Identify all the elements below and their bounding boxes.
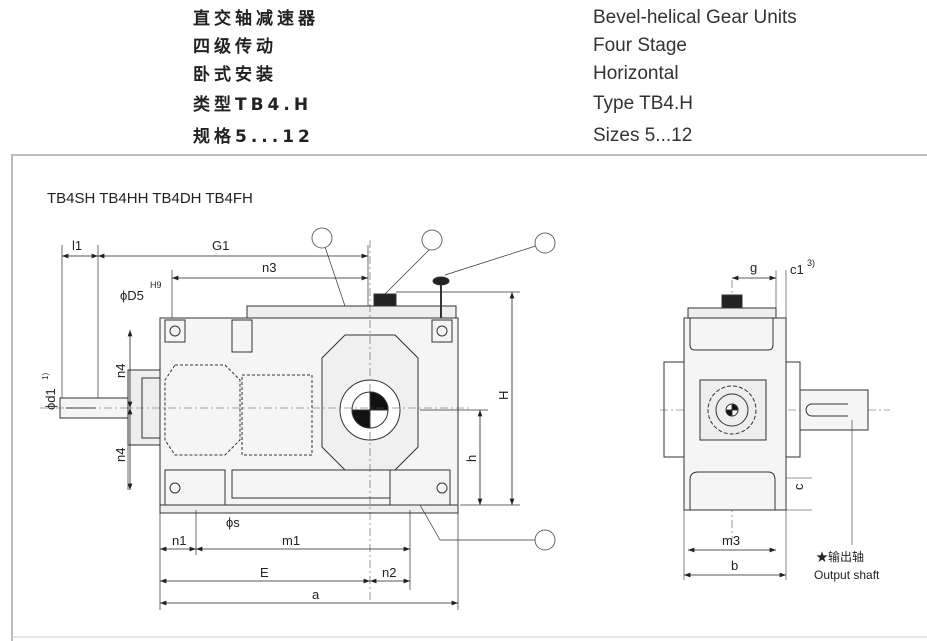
dim-n4-top: n4	[113, 364, 128, 378]
dim-s: ϕs	[226, 515, 240, 530]
dim-d1-note: 1)	[41, 373, 50, 380]
dim-n1: n1	[172, 533, 186, 548]
dim-D5: ϕD5	[120, 288, 144, 303]
callout-oil-fill-icon	[421, 229, 443, 251]
title-en-product: Bevel-helical Gear Units	[593, 7, 797, 28]
title-cn-mounting: 卧式安装	[193, 65, 277, 85]
title-en-type: Type TB4.H	[593, 93, 693, 114]
dim-H: H	[496, 391, 511, 400]
callout-vent-icon	[534, 232, 556, 254]
title-en-mounting: Horizontal	[593, 63, 679, 84]
title-en-stage: Four Stage	[593, 35, 687, 56]
dim-h: h	[464, 455, 479, 462]
dim-m1: m1	[282, 533, 300, 548]
dim-a: a	[312, 587, 320, 602]
output-shaft-label-cn: ★输出轴	[816, 549, 864, 564]
oil-plug	[373, 293, 397, 307]
dim-c1-note: 3)	[807, 258, 815, 268]
dim-d1: ϕd1	[43, 388, 58, 410]
callout-level-icon	[311, 227, 333, 249]
dim-m3: m3	[722, 533, 740, 548]
dim-D5-tolerance: H9	[150, 280, 162, 290]
output-shaft-label-en: Output shaft	[814, 568, 880, 582]
title-cn-product: 直交轴减速器	[193, 9, 319, 29]
dim-n2: n2	[382, 565, 396, 580]
input-flange	[127, 369, 161, 446]
dim-n3: n3	[262, 260, 276, 275]
variants-label: TB4SH TB4HH TB4DH TB4FH	[47, 190, 253, 207]
dim-l1: l1	[72, 238, 82, 253]
dim-c1: c1	[790, 262, 804, 277]
top-cover	[246, 305, 457, 319]
output-shaft	[799, 389, 869, 431]
title-cn-type: 类型TB4.H	[193, 95, 313, 115]
drawing-frame	[11, 154, 927, 641]
end-view	[663, 270, 869, 580]
title-cn-stage: 四级传动	[193, 37, 277, 57]
dim-n4-bottom: n4	[113, 448, 128, 462]
dim-g: g	[750, 260, 757, 275]
vent-plug	[432, 276, 450, 286]
dim-E: E	[260, 565, 269, 580]
dim-c: c	[791, 483, 806, 490]
callout-drain-icon	[534, 529, 556, 551]
side-view	[59, 276, 459, 514]
dim-G1: G1	[212, 238, 229, 253]
dim-b: b	[731, 558, 738, 573]
title-cn-sizes: 规格5...12	[193, 127, 314, 147]
title-en-sizes: Sizes 5...12	[593, 125, 693, 146]
